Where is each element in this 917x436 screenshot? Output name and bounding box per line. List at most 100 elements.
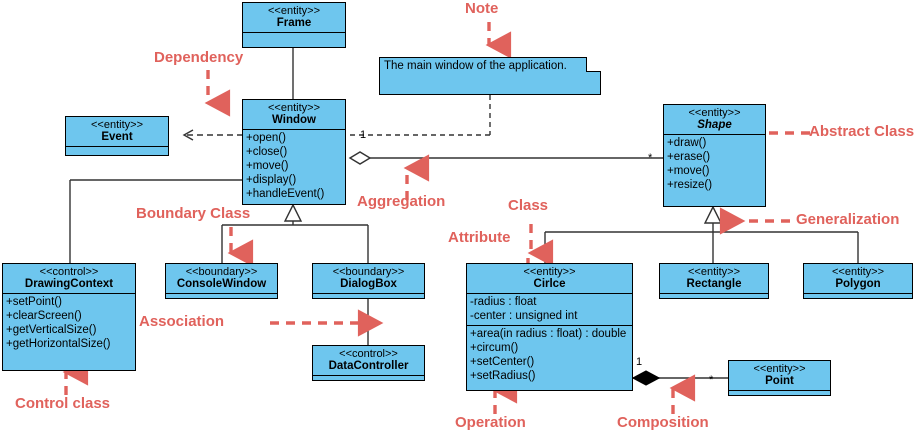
class-box-point[interactable]: <<entity>> Point: [728, 360, 831, 396]
aggregation-diamond: [348, 151, 372, 165]
class-compartment-empty: [313, 376, 424, 387]
multiplicity-circle-point-target: *: [709, 374, 714, 386]
operation-row: +area(in radius : float) : double: [470, 328, 627, 340]
operation-row: +move(): [246, 160, 289, 172]
annotation-aggregation: Aggregation: [357, 193, 446, 210]
operation-row: +close(): [246, 146, 288, 158]
attribute-row: -center : unsigned int: [470, 310, 578, 322]
class-header: <<entity>> Cirlce: [467, 264, 632, 294]
class-name: DialogBox: [340, 278, 397, 290]
class-name: Polygon: [835, 278, 881, 290]
class-header: <<control>> DrawingContext: [3, 264, 135, 294]
class-compartment-empty: [729, 391, 830, 402]
class-name: Frame: [276, 17, 312, 29]
class-name: Cirlce: [533, 278, 566, 290]
note-text: The main window of the application.: [384, 60, 567, 72]
class-operations: +open() +close() +move() +display() +han…: [243, 130, 345, 203]
multiplicity-window-shape-source: 1: [360, 129, 367, 141]
operation-row: +resize(): [667, 179, 713, 191]
operation-row: +erase(): [667, 151, 711, 163]
annotation-boundary-class: Boundary Class: [136, 205, 251, 222]
class-stereotype: <<entity>>: [523, 266, 576, 278]
class-header: <<entity>> Rectangle: [660, 264, 768, 294]
class-compartment-empty: [66, 147, 168, 158]
class-name: Event: [101, 131, 133, 143]
class-name: DataController: [328, 360, 409, 372]
class-compartment-empty: [166, 294, 277, 305]
class-box-dialogbox[interactable]: <<boundary>> DialogBox: [312, 263, 425, 299]
class-box-drawingcontext[interactable]: <<control>> DrawingContext +setPoint() +…: [2, 263, 136, 371]
class-box-window[interactable]: <<entity>> Window +open() +close() +move…: [242, 99, 346, 205]
attribute-row: -radius : float: [470, 296, 537, 308]
class-box-shape[interactable]: <<entity>> Shape +draw() +erase() +move(…: [663, 104, 766, 207]
class-compartment-empty: [660, 294, 768, 305]
class-stereotype: <<entity>>: [832, 266, 884, 278]
class-stereotype: <<entity>>: [688, 107, 741, 119]
operation-row: +getVerticalSize(): [6, 324, 97, 336]
operation-row: +getHorizontalSize(): [6, 338, 111, 350]
class-box-frame[interactable]: <<entity>> Frame: [242, 2, 346, 48]
annotation-generalization: Generalization: [796, 211, 900, 228]
class-name: Rectangle: [686, 278, 742, 290]
annotation-abstract-class: Abstract Class: [809, 123, 915, 140]
note-fold-corner: [586, 57, 601, 72]
note-box[interactable]: The main window of the application.: [379, 57, 601, 95]
class-box-circle[interactable]: <<entity>> Cirlce -radius : float -cente…: [466, 263, 633, 391]
generalization-arrow-shape: [703, 205, 723, 224]
class-stereotype: <<control>>: [39, 266, 99, 278]
class-header: <<entity>> Event: [66, 117, 168, 147]
class-stereotype: <<entity>>: [688, 266, 740, 278]
class-header: <<entity>> Shape: [664, 105, 765, 135]
class-compartment-empty: [313, 294, 424, 305]
class-header: <<entity>> Window: [243, 100, 345, 130]
class-stereotype: <<entity>>: [91, 119, 143, 131]
class-compartment-empty: [804, 294, 912, 305]
class-stereotype: <<control>>: [339, 348, 398, 360]
annotation-note: Note: [465, 0, 499, 17]
class-name: DrawingContext: [24, 278, 114, 290]
operation-row: +setCenter(): [470, 356, 535, 368]
operation-row: +clearScreen(): [6, 310, 82, 322]
class-header: <<boundary>> DialogBox: [313, 264, 424, 294]
composition-diamond: [631, 370, 661, 386]
class-box-polygon[interactable]: <<entity>> Polygon: [803, 263, 913, 299]
class-header: <<boundary>> ConsoleWindow: [166, 264, 277, 294]
class-operations: +setPoint() +clearScreen() +getVerticalS…: [3, 294, 135, 353]
multiplicity-circle-point-source: 1: [636, 356, 643, 368]
class-name: ConsoleWindow: [176, 278, 267, 290]
operation-row: +setPoint(): [6, 296, 62, 308]
annotation-attribute: Attribute: [448, 229, 511, 246]
class-name: Shape: [697, 119, 732, 131]
class-box-datacontroller[interactable]: <<control>> DataController: [312, 345, 425, 381]
multiplicity-window-shape-target: *: [648, 152, 653, 164]
annotation-operation: Operation: [455, 414, 526, 431]
class-stereotype: <<entity>>: [268, 5, 320, 17]
class-header: <<entity>> Polygon: [804, 264, 912, 294]
class-name: Window: [272, 114, 316, 126]
class-stereotype: <<entity>>: [268, 102, 320, 114]
generalization-arrow-window: [283, 203, 303, 222]
operation-row: +display(): [246, 174, 297, 186]
annotation-association: Association: [139, 313, 225, 330]
class-header: <<entity>> Point: [729, 361, 830, 391]
annotation-class: Class: [508, 197, 549, 214]
operation-row: +circum(): [470, 342, 519, 354]
class-stereotype: <<boundary>>: [185, 266, 258, 278]
class-operations: +draw() +erase() +move() +resize(): [664, 135, 765, 194]
operation-row: +draw(): [667, 137, 707, 149]
annotation-dependency: Dependency: [154, 49, 244, 66]
class-operations: +area(in radius : float) : double +circu…: [467, 326, 632, 385]
class-box-consolewindow[interactable]: <<boundary>> ConsoleWindow: [165, 263, 278, 299]
operation-row: +open(): [246, 132, 286, 144]
annotation-control-class: Control class: [15, 395, 111, 412]
annotation-composition: Composition: [617, 414, 709, 431]
class-box-event[interactable]: <<entity>> Event: [65, 116, 169, 156]
class-stereotype: <<boundary>>: [332, 266, 405, 278]
class-box-rectangle[interactable]: <<entity>> Rectangle: [659, 263, 769, 299]
class-attributes: -radius : float -center : unsigned int: [467, 294, 632, 326]
class-compartment-empty: [243, 33, 345, 44]
operation-row: +setRadius(): [470, 370, 536, 382]
class-name: Point: [765, 375, 794, 387]
class-stereotype: <<entity>>: [753, 363, 806, 375]
